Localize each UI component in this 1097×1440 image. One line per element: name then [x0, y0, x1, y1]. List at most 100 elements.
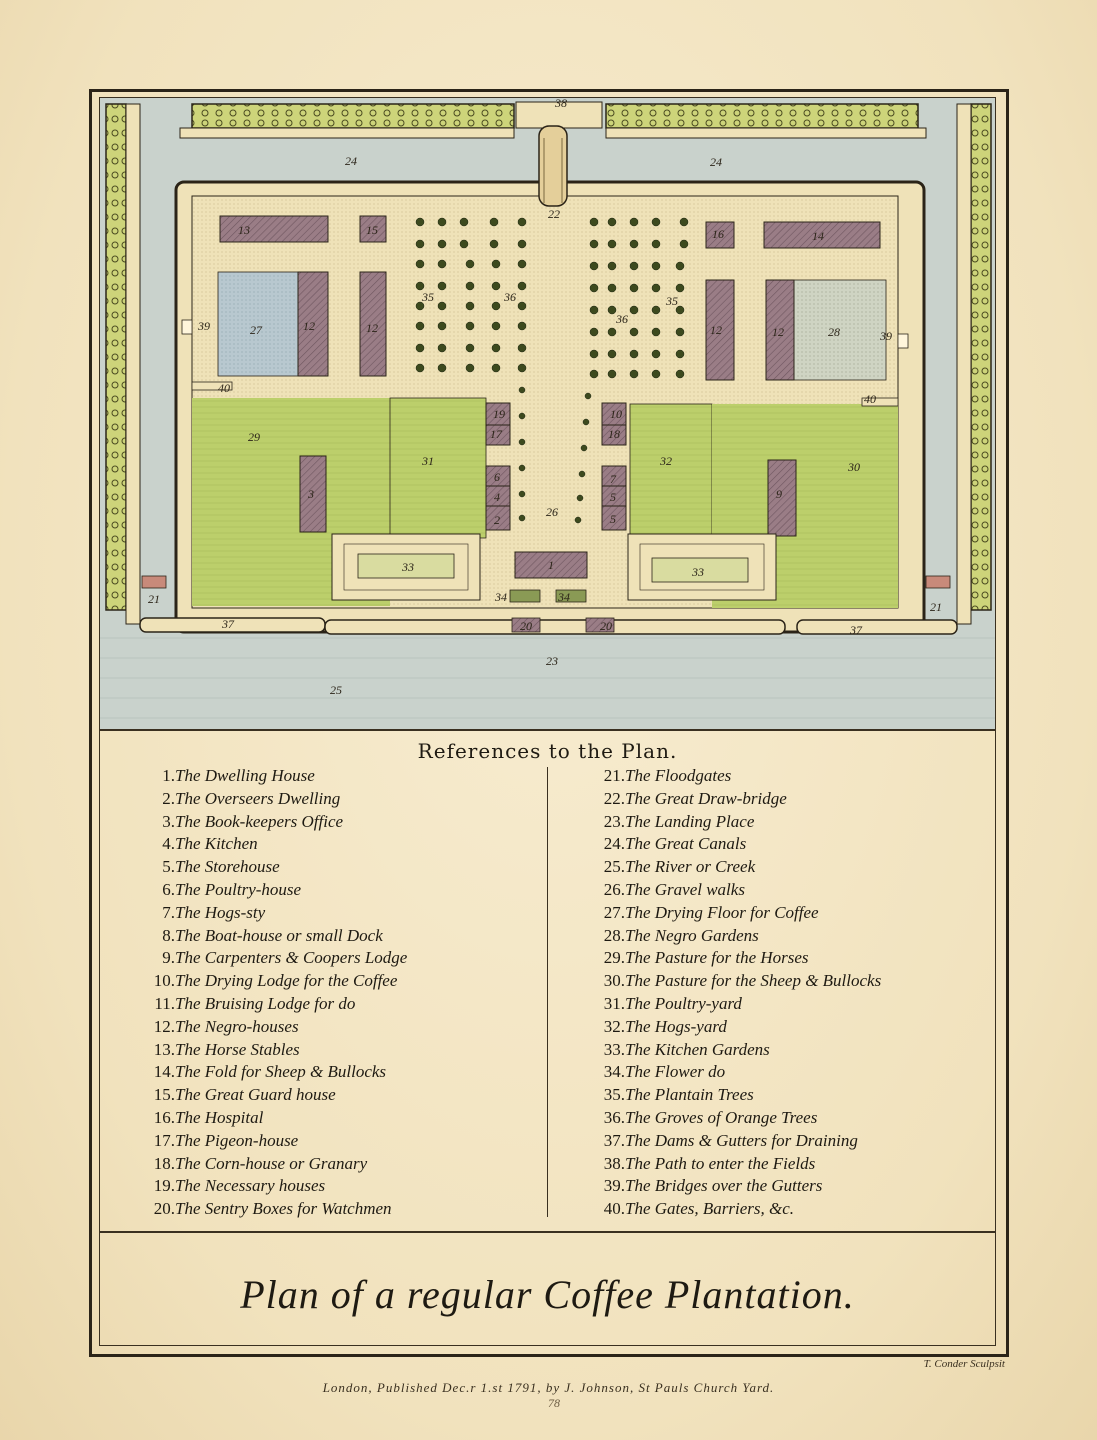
plan-label-40b: 40 [864, 392, 876, 406]
reference-number: 31. [603, 993, 625, 1013]
reference-text: The Horse Stables [175, 1039, 300, 1059]
plan-label-21b: 21 [930, 600, 942, 614]
reference-text: The Hogs-sty [175, 902, 266, 922]
reference-number: 25. [603, 857, 625, 877]
plan-label-14: 14 [812, 229, 824, 243]
reference-item: 13.The Horse Stables [120, 1039, 550, 1062]
plan-label-27: 27 [250, 323, 263, 337]
plan-label-4: 4 [494, 490, 500, 504]
reference-text: The Plantain Trees [625, 1085, 754, 1105]
plan-label-1: 1 [548, 558, 554, 572]
plan-label-5a: 5 [610, 490, 616, 504]
reference-item: 24.The Great Canals [570, 833, 990, 856]
reference-text: The Kitchen Gardens [625, 1039, 770, 1059]
reference-item: 8.The Boat-house or small Dock [120, 925, 550, 948]
reference-number: 32. [603, 1016, 625, 1036]
reference-number: 10. [153, 971, 175, 991]
reference-text: The Fold for Sheep & Bullocks [175, 1062, 387, 1082]
plan-label-39b: 39 [879, 329, 892, 343]
reference-number: 3. [162, 811, 175, 831]
plan-label-3: 3 [307, 487, 314, 501]
reference-item: 20.The Sentry Boxes for Watchmen [120, 1198, 550, 1221]
reference-number: 29. [603, 948, 625, 968]
reference-text: The Kitchen [175, 834, 258, 854]
plan-label-29: 29 [248, 430, 260, 444]
reference-number: 13. [153, 1039, 175, 1059]
plan-label-12b: 12 [366, 321, 378, 335]
title-cartouche: Plan of a regular Coffee Plantation. [99, 1232, 996, 1346]
reference-item: 21.The Floodgates [570, 765, 990, 788]
reference-item: 9.The Carpenters & Coopers Lodge [120, 947, 550, 970]
plan-label-40a: 40 [218, 381, 230, 395]
plan-label-33b: 33 [691, 565, 704, 579]
reference-item: 22.The Great Draw-bridge [570, 788, 990, 811]
reference-number: 40. [603, 1199, 625, 1219]
references-panel: References to the Plan. 1.The Dwelling H… [99, 730, 996, 1232]
plan-label-15: 15 [366, 223, 378, 237]
reference-text: The Drying Lodge for the Coffee [175, 971, 398, 991]
plan-label-32: 32 [659, 454, 672, 468]
plan-label-12a: 12 [303, 319, 315, 333]
reference-number: 28. [603, 925, 625, 945]
plan-label-28: 28 [828, 325, 840, 339]
reference-item: 34.The Flower do [570, 1061, 990, 1084]
plan-label-13: 13 [238, 223, 250, 237]
reference-number: 38. [603, 1153, 625, 1173]
reference-text: The Negro Gardens [625, 925, 759, 945]
plan-label-12c: 12 [710, 323, 722, 337]
plantation-map: 38 24 24 22 13 15 16 14 39 27 12 12 12 1… [99, 97, 996, 730]
reference-item: 2.The Overseers Dwelling [120, 788, 550, 811]
reference-item: 29.The Pasture for the Horses [570, 947, 990, 970]
reference-text: The Storehouse [175, 857, 280, 877]
plan-label-6: 6 [494, 470, 500, 484]
reference-text: The Bruising Lodge for do [175, 993, 356, 1013]
reference-text: The Negro-houses [175, 1016, 299, 1036]
page-number: 78 [548, 1396, 560, 1410]
reference-number: 18. [153, 1153, 175, 1173]
reference-number: 8. [162, 925, 175, 945]
plan-label-34b: 34 [557, 590, 570, 604]
reference-item: 25.The River or Creek [570, 856, 990, 879]
reference-text: The Landing Place [625, 811, 755, 831]
plan-label-22: 22 [548, 207, 560, 221]
reference-text: The Groves of Orange Trees [625, 1107, 818, 1127]
plan-label-26: 26 [546, 505, 558, 519]
reference-number: 23. [603, 811, 625, 831]
reference-item: 15.The Great Guard house [120, 1084, 550, 1107]
reference-number: 27. [603, 902, 625, 922]
reference-number: 22. [603, 788, 625, 808]
plan-label-20b: 20 [600, 619, 612, 633]
reference-item: 17.The Pigeon-house [120, 1130, 550, 1153]
reference-item: 27.The Drying Floor for Coffee [570, 902, 990, 925]
reference-item: 31.The Poultry-yard [570, 993, 990, 1016]
reference-number: 4. [162, 834, 175, 854]
plan-label-18: 18 [608, 427, 620, 441]
reference-number: 37. [603, 1130, 625, 1150]
plan-label-34a: 34 [494, 590, 507, 604]
plate-title: Plan of a regular Coffee Plantation. [240, 1272, 855, 1317]
plan-label-19: 19 [493, 407, 505, 421]
plan-label-24b: 24 [710, 155, 722, 169]
reference-number: 20. [153, 1199, 175, 1219]
reference-text: The Bridges over the Gutters [625, 1176, 823, 1196]
reference-item: 40.The Gates, Barriers, &c. [570, 1198, 990, 1221]
plan-label-5b: 5 [610, 512, 616, 526]
reference-number: 34. [603, 1062, 625, 1082]
plan-drawing: 38 24 24 22 13 15 16 14 39 27 12 12 12 1… [100, 98, 995, 729]
reference-text: The River or Creek [625, 857, 756, 877]
plan-label-30: 30 [847, 460, 860, 474]
plan-label-35b: 35 [665, 294, 678, 308]
reference-text: The Great Canals [625, 834, 747, 854]
reference-item: 28.The Negro Gardens [570, 925, 990, 948]
reference-text: The Pasture for the Sheep & Bullocks [625, 971, 882, 991]
reference-text: The Path to enter the Fields [625, 1153, 816, 1173]
reference-text: The Overseers Dwelling [175, 788, 341, 808]
plan-label-39a: 39 [197, 319, 210, 333]
plan-label-7: 7 [610, 472, 617, 486]
plan-label-36a: 36 [503, 290, 516, 304]
reference-item: 14.The Fold for Sheep & Bullocks [120, 1061, 550, 1084]
reference-text: The Carpenters & Coopers Lodge [175, 948, 408, 968]
reference-number: 39. [603, 1176, 625, 1196]
reference-number: 5. [162, 857, 175, 877]
